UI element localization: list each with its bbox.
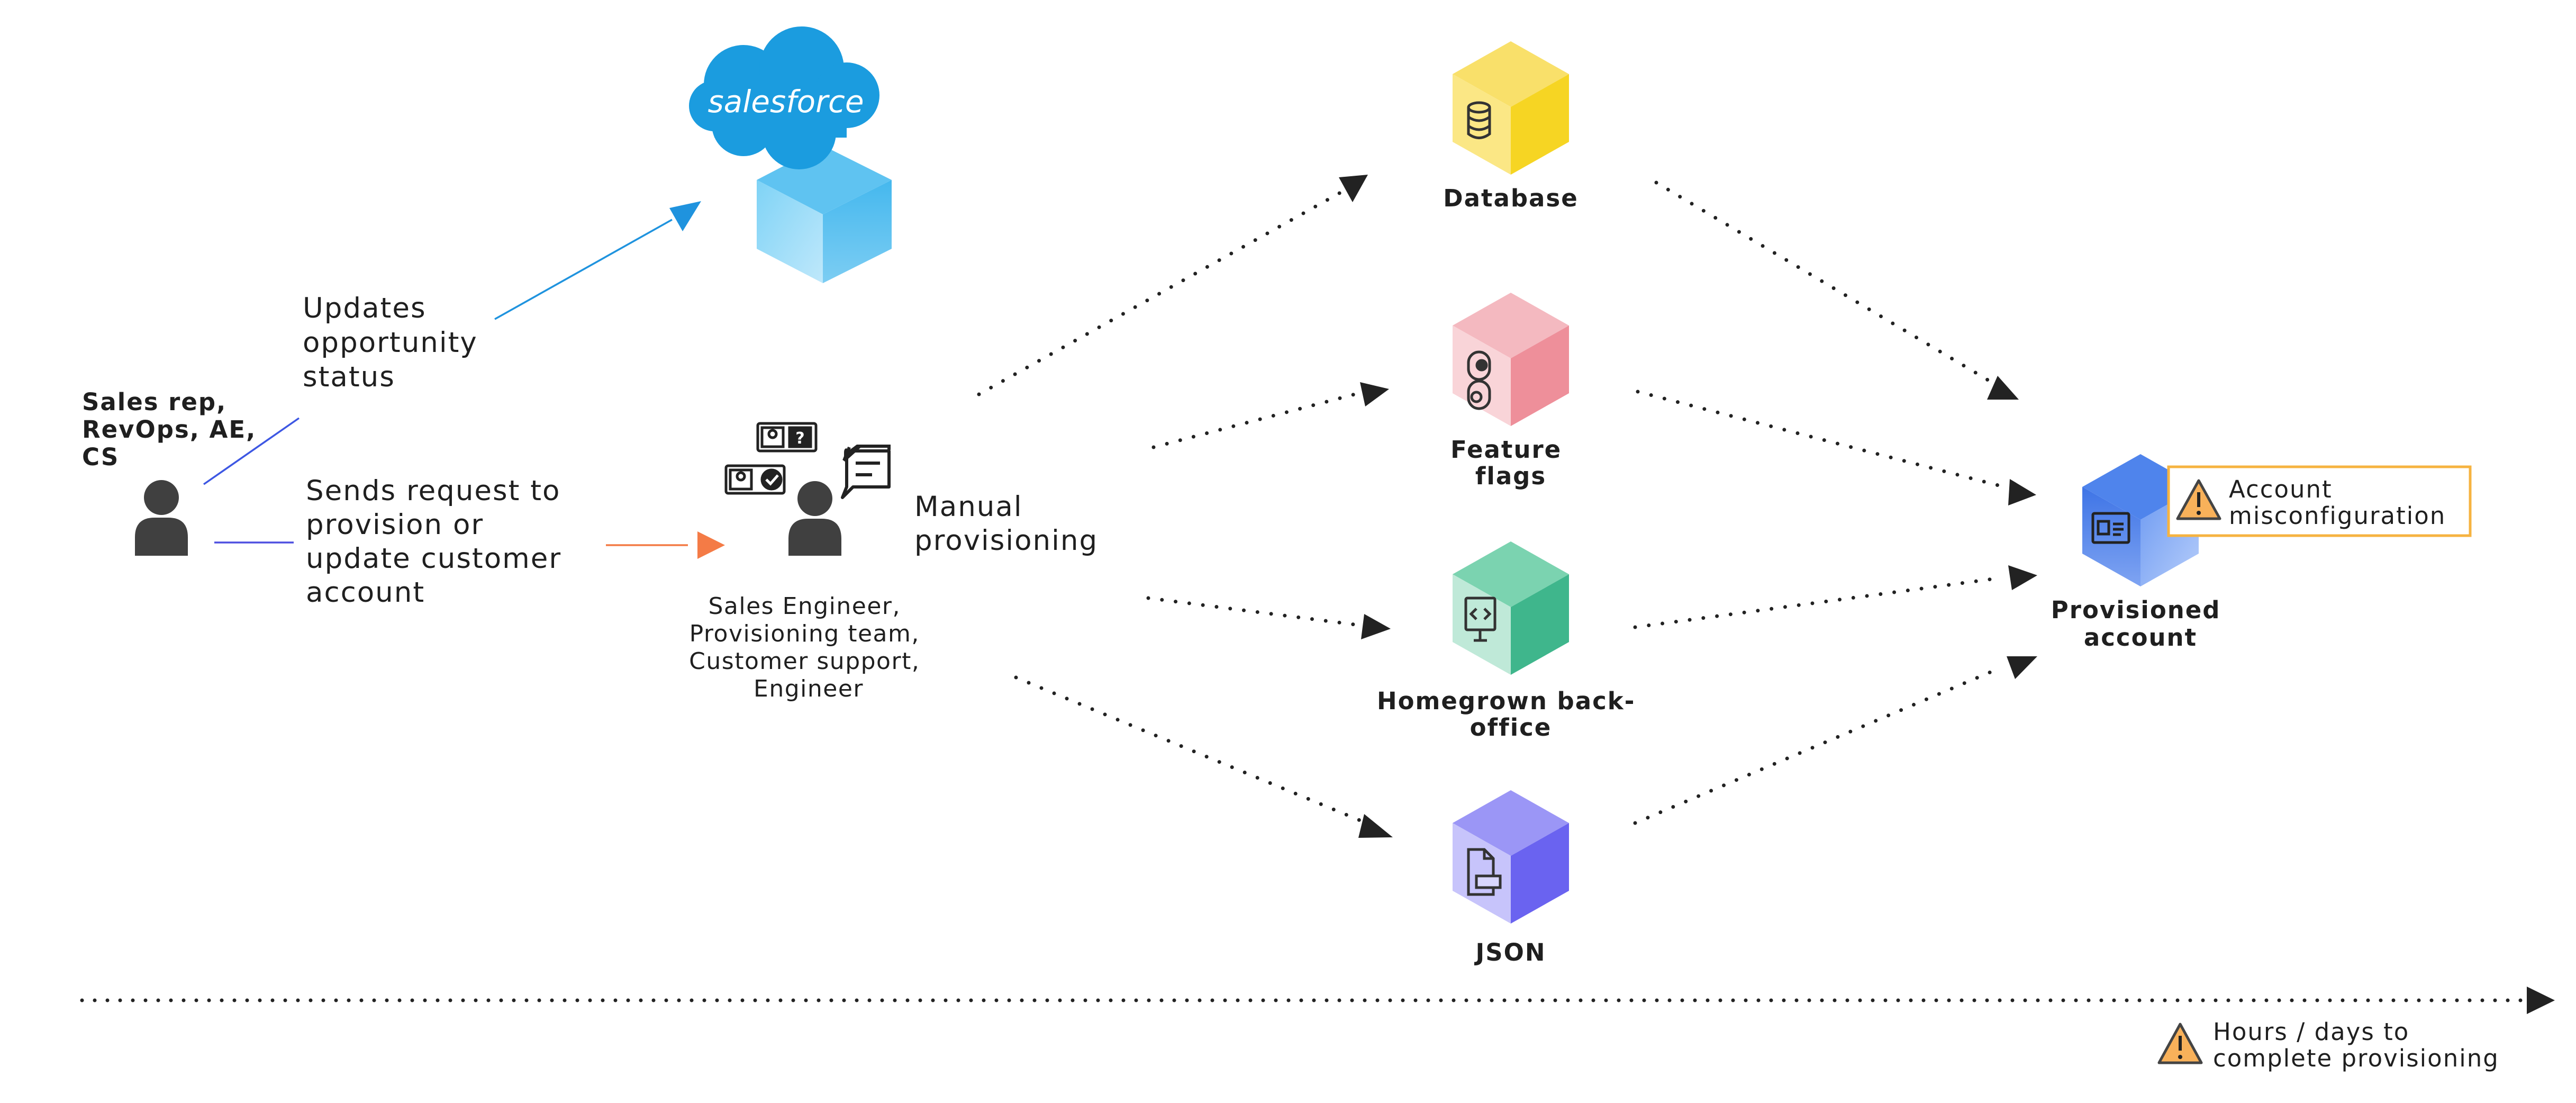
salesforce-logo[interactable]: salesforce [689, 26, 879, 169]
toggle-icon [1467, 350, 1491, 410]
json-cube[interactable] [1453, 790, 1569, 924]
provisioned-account-label: Provisioned account [2051, 596, 2230, 652]
warning-icon [2176, 479, 2221, 520]
account-card-icon [2091, 512, 2130, 544]
flow-to-database [977, 188, 1346, 396]
feature-flags-to-account-arrowhead [2008, 479, 2036, 505]
send-request-label: Sends request to provision or update cus… [306, 475, 572, 609]
flow-to-json-arrowhead [1358, 814, 1393, 838]
provisioner-person-icon [788, 481, 841, 556]
back-office-label: Homegrown back- office [1377, 687, 1645, 742]
timeline-arrowhead [2527, 987, 2555, 1014]
database-icon [1467, 101, 1491, 139]
update-status-line-upper [494, 219, 673, 320]
requester-label: Sales rep, RevOps, AE, CS [82, 388, 266, 471]
timeline-warning: Hours / days to complete provisioning [2157, 1018, 2499, 1072]
json-label: JSON [1474, 938, 1546, 966]
send-request-arrowhead [697, 531, 725, 559]
database-to-account-arrowhead [1987, 376, 2019, 400]
account-misconfiguration-text: Account misconfiguration [2229, 475, 2446, 530]
feature-flags-label: Feature flags [1450, 436, 1571, 490]
manual-provisioning-label: Manual provisioning [914, 491, 1098, 557]
requester-person-icon [135, 480, 188, 556]
flow-to-feature-flags-arrowhead [1360, 382, 1389, 406]
file-code-icon [1467, 848, 1502, 896]
question-mark-icon: ? [795, 429, 804, 448]
json-to-account-flow [1633, 666, 2002, 825]
back-office-cube[interactable] [1453, 541, 1569, 675]
database-to-account-flow [1654, 180, 1992, 383]
flow-to-back-office-arrowhead [1361, 614, 1391, 639]
feature-flags-cube[interactable] [1453, 293, 1569, 426]
flow-to-database-arrowhead [1339, 175, 1368, 202]
json-to-account-arrowhead [2007, 656, 2037, 679]
salesforce-cube [757, 146, 892, 283]
code-monitor-icon [1464, 596, 1496, 642]
update-status-label: Updates opportunity status [303, 292, 488, 393]
warning-icon [2157, 1023, 2203, 1064]
update-status-line-lower [203, 417, 300, 485]
flow-to-back-office [1146, 596, 1357, 627]
salesforce-logo-text: salesforce [708, 84, 864, 120]
provisioner-label: Sales Engineer, Provisioning team, Custo… [689, 593, 928, 702]
account-misconfiguration-warning[interactable]: Account misconfiguration [2167, 465, 2472, 537]
database-cube[interactable] [1453, 41, 1569, 175]
back-office-to-account-arrowhead [2008, 565, 2037, 590]
database-label: Database [1443, 184, 1578, 212]
back-office-to-account-flow [1633, 576, 2002, 629]
profile-card-icon [756, 422, 818, 453]
feature-flags-to-account-flow [1636, 390, 2002, 488]
chat-bubble-icon [842, 445, 891, 462]
timeline-warning-text: Hours / days to complete provisioning [2213, 1018, 2499, 1072]
flow-to-json [1014, 675, 1362, 822]
update-status-arrowhead [669, 201, 701, 231]
profile-check-icon [724, 464, 786, 495]
message-icon [841, 449, 891, 499]
flow-to-feature-flags [1151, 392, 1357, 449]
